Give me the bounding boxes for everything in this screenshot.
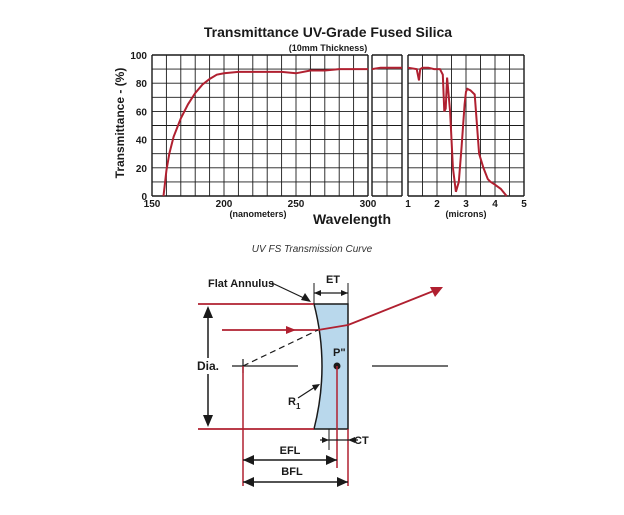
principal-point-label: P" (333, 347, 346, 359)
figure-caption: UV FS Transmission Curve (252, 244, 373, 255)
transmittance-curve-uv (162, 68, 368, 197)
y-tick-label: 0 (141, 192, 147, 203)
et-arrow-right (341, 290, 348, 296)
outgoing-ray-arrow (430, 287, 443, 297)
r1-label-main: R (288, 396, 296, 408)
ct-arrow-left (322, 437, 329, 443)
bfl-label: BFL (281, 466, 303, 478)
flat-annulus-pointer (271, 282, 307, 300)
refracted-ray-inner (317, 324, 349, 331)
efl-arrow-left (243, 455, 254, 465)
y-tick-label: 40 (136, 136, 148, 147)
r1-label: R1 (288, 396, 301, 411)
y-axis-label: Transmittance - (%) (113, 68, 127, 179)
chart-panel-nanometers: 150 200 250 300 (144, 54, 377, 210)
y-tick-label: 20 (136, 164, 148, 175)
x-axis-label: Wavelength (313, 211, 391, 227)
transmittance-curve-ir (407, 66, 508, 197)
dia-label: Dia. (197, 359, 219, 373)
r1-arrow (312, 384, 320, 391)
dia-arrow-top (203, 306, 213, 318)
x-tick-label: 150 (144, 199, 161, 210)
x-tick-label: 2 (434, 199, 440, 210)
x-ticks-nanometers: 150 200 250 300 (144, 199, 377, 210)
grid-visible (371, 54, 403, 197)
chart-title: Transmittance UV-Grade Fused Silica (204, 24, 452, 40)
x-tick-label: 250 (288, 199, 305, 210)
unit-label-nanometers: (nanometers) (229, 209, 286, 219)
incoming-ray-arrow (286, 326, 296, 334)
y-tick-label: 100 (130, 51, 147, 62)
x-tick-label: 5 (521, 199, 527, 210)
x-tick-label: 4 (492, 199, 498, 210)
unit-label-microns: (microns) (445, 209, 486, 219)
grid-nanometers (151, 54, 369, 197)
lens-diagram: Dia. Flat Annulus ET P" R1 CT EFL (194, 274, 448, 487)
chart-panel-visible (371, 54, 403, 197)
plano-concave-lens (313, 303, 349, 430)
chart-panel-microns: 1 2 3 4 5 (405, 54, 527, 210)
y-tick-label: 60 (136, 107, 148, 118)
x-tick-label: 1 (405, 199, 411, 210)
grid-microns (407, 54, 525, 197)
ct-arrow-right (348, 437, 355, 443)
chart-subtitle: (10mm Thickness) (289, 43, 368, 53)
bfl-arrow-left (243, 477, 254, 487)
virtual-ray (242, 329, 319, 367)
x-tick-label: 300 (360, 199, 377, 210)
et-label: ET (326, 274, 340, 286)
bfl-arrow-right (337, 477, 348, 487)
y-tick-label: 80 (136, 79, 148, 90)
flat-annulus-arrow (301, 293, 311, 302)
r1-label-subscript: 1 (296, 402, 301, 411)
et-arrow-left (314, 290, 321, 296)
x-tick-label: 3 (463, 199, 469, 210)
x-tick-label: 200 (216, 199, 233, 210)
ct-label: CT (354, 435, 369, 447)
flat-annulus-label: Flat Annulus (208, 278, 274, 290)
r1-pointer (297, 386, 316, 399)
efl-arrow-right (326, 455, 337, 465)
y-ticks: 0 20 40 60 80 100 (130, 51, 147, 203)
dia-arrow-bottom (203, 415, 213, 427)
efl-label: EFL (280, 445, 301, 457)
x-ticks-microns: 1 2 3 4 5 (405, 199, 527, 210)
transmittance-curve-visible (371, 66, 402, 71)
dia-label-bg (194, 358, 222, 374)
outgoing-ray (347, 287, 442, 326)
